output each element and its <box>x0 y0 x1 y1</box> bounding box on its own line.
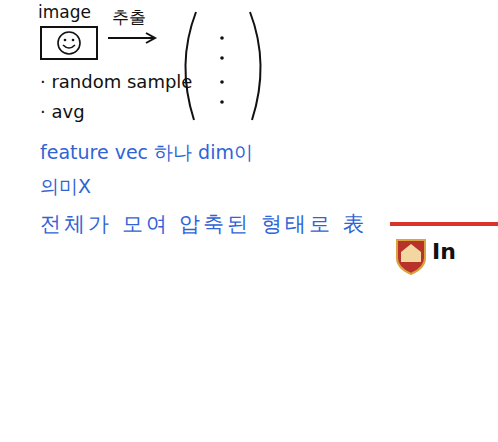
arrow-label: 추출 <box>112 8 146 28</box>
vector-bracket <box>185 12 196 120</box>
bullet-note: · avg <box>40 102 85 123</box>
slide-title-fragment: In <box>432 239 456 264</box>
vector-dot <box>220 80 224 84</box>
logo-detail <box>401 244 421 262</box>
vector-dot <box>220 56 224 60</box>
vector-dot <box>220 36 224 40</box>
logo-shield <box>397 240 425 274</box>
blue-note: feature vec 하나 dim이 <box>40 142 253 164</box>
bullet-note: · random sample <box>40 72 192 93</box>
vector-dot <box>220 100 224 104</box>
arrow-head <box>146 33 155 43</box>
red-rule <box>390 222 498 226</box>
arrow-line <box>108 37 154 39</box>
blue-note: 의미X <box>40 176 91 198</box>
blue-note: 전체가 모여 압축된 형태로 表 <box>40 212 367 236</box>
vector-bracket <box>250 12 261 120</box>
image-frame <box>40 26 98 60</box>
node-heading: image <box>36 2 98 22</box>
smiley-face <box>42 28 96 58</box>
image-node: image <box>36 2 98 60</box>
